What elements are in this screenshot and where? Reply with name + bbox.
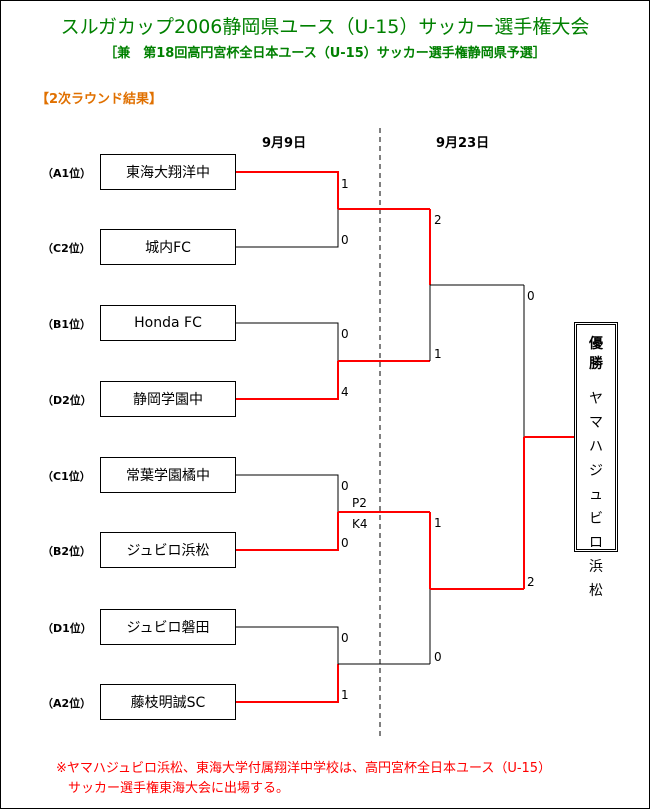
note-line: ※ヤマハジュビロ浜松、東海大学付属翔洋中学校は、高円宮杯全日本ユース（U-15） bbox=[56, 761, 552, 776]
pk-score: P2 bbox=[352, 496, 367, 510]
score-r1: 0 bbox=[341, 479, 349, 493]
r1-m1-top bbox=[236, 171, 339, 209]
seed-label: （C1位） bbox=[42, 470, 91, 483]
score-r2: 1 bbox=[434, 347, 442, 361]
page-subtitle: ［兼 第18回高円宮杯全日本ユース（U-15）サッカー選手権静岡県予選］ bbox=[104, 46, 546, 61]
r1-m3-bottom bbox=[236, 512, 339, 551]
r1-m4-top bbox=[236, 626, 339, 664]
round-title: 【2次ラウンド結果】 bbox=[36, 92, 163, 107]
score-r1: 0 bbox=[341, 536, 349, 550]
team-box: Honda FC bbox=[100, 305, 236, 341]
champion-box: 優 勝 ヤ マ ハ ジ ュ ビ ロ 浜 松 bbox=[574, 322, 618, 599]
champion-name: ヤ マ ハ ジ ュ ビ ロ 浜 松 bbox=[577, 387, 615, 603]
score-r2: 2 bbox=[434, 213, 442, 227]
champion-char: ビ bbox=[589, 511, 603, 527]
team-box: ジュビロ浜松 bbox=[100, 532, 236, 568]
champion-char: ジ bbox=[589, 463, 603, 479]
seed-label: （D2位） bbox=[42, 394, 92, 407]
page-title: スルガカップ2006静岡県ユース（U-15）サッカー選手権大会 bbox=[60, 16, 590, 38]
r1-m2-bottom bbox=[236, 361, 339, 400]
score-r2: 1 bbox=[434, 516, 442, 530]
champion-char: ュ bbox=[589, 487, 603, 503]
date-round1: 9月9日 bbox=[262, 136, 307, 151]
pk-score: K4 bbox=[352, 517, 368, 531]
note-line: サッカー選手権東海大会に出場する。 bbox=[68, 781, 290, 796]
champion-char: 松 bbox=[589, 583, 603, 599]
seed-label: （D1位） bbox=[42, 622, 92, 635]
score-r2: 0 bbox=[434, 650, 442, 664]
champion-char: ヤ bbox=[589, 391, 603, 407]
date-round2: 9月23日 bbox=[436, 136, 490, 151]
seed-label: （B1位） bbox=[42, 318, 92, 331]
r1-m2-top bbox=[236, 322, 339, 361]
champion-char: 浜 bbox=[589, 559, 603, 575]
score-r1: 1 bbox=[341, 688, 349, 702]
score-r1: 0 bbox=[341, 631, 349, 645]
r1-m3-top bbox=[236, 474, 339, 512]
team-box: 静岡学園中 bbox=[100, 381, 236, 417]
team-box: 城内FC bbox=[100, 229, 236, 265]
score-r1: 4 bbox=[341, 385, 349, 399]
team-box: 東海大翔洋中 bbox=[100, 154, 236, 190]
seed-label: （A1位） bbox=[42, 167, 92, 180]
score-r1: 0 bbox=[341, 233, 349, 247]
champion-char: ハ bbox=[589, 439, 603, 455]
seed-label: （B2位） bbox=[42, 545, 92, 558]
team-box: 藤枝明誠SC bbox=[100, 684, 236, 720]
champion-label: 勝 bbox=[589, 356, 603, 372]
champion-label: 優 bbox=[589, 336, 603, 352]
r1-m4-bottom bbox=[236, 664, 339, 703]
score-r1: 0 bbox=[341, 327, 349, 341]
seed-label: （C2位） bbox=[42, 242, 91, 255]
score-final: 0 bbox=[527, 289, 535, 303]
champion-char: ロ bbox=[589, 535, 603, 551]
r1-m1-bottom bbox=[236, 209, 339, 248]
score-r1: 1 bbox=[341, 177, 349, 191]
score-final: 2 bbox=[527, 575, 535, 589]
team-box: ジュビロ磐田 bbox=[100, 609, 236, 645]
team-box: 常葉学園橘中 bbox=[100, 457, 236, 493]
seed-label: （A2位） bbox=[42, 697, 92, 710]
champion-char: マ bbox=[589, 415, 603, 431]
